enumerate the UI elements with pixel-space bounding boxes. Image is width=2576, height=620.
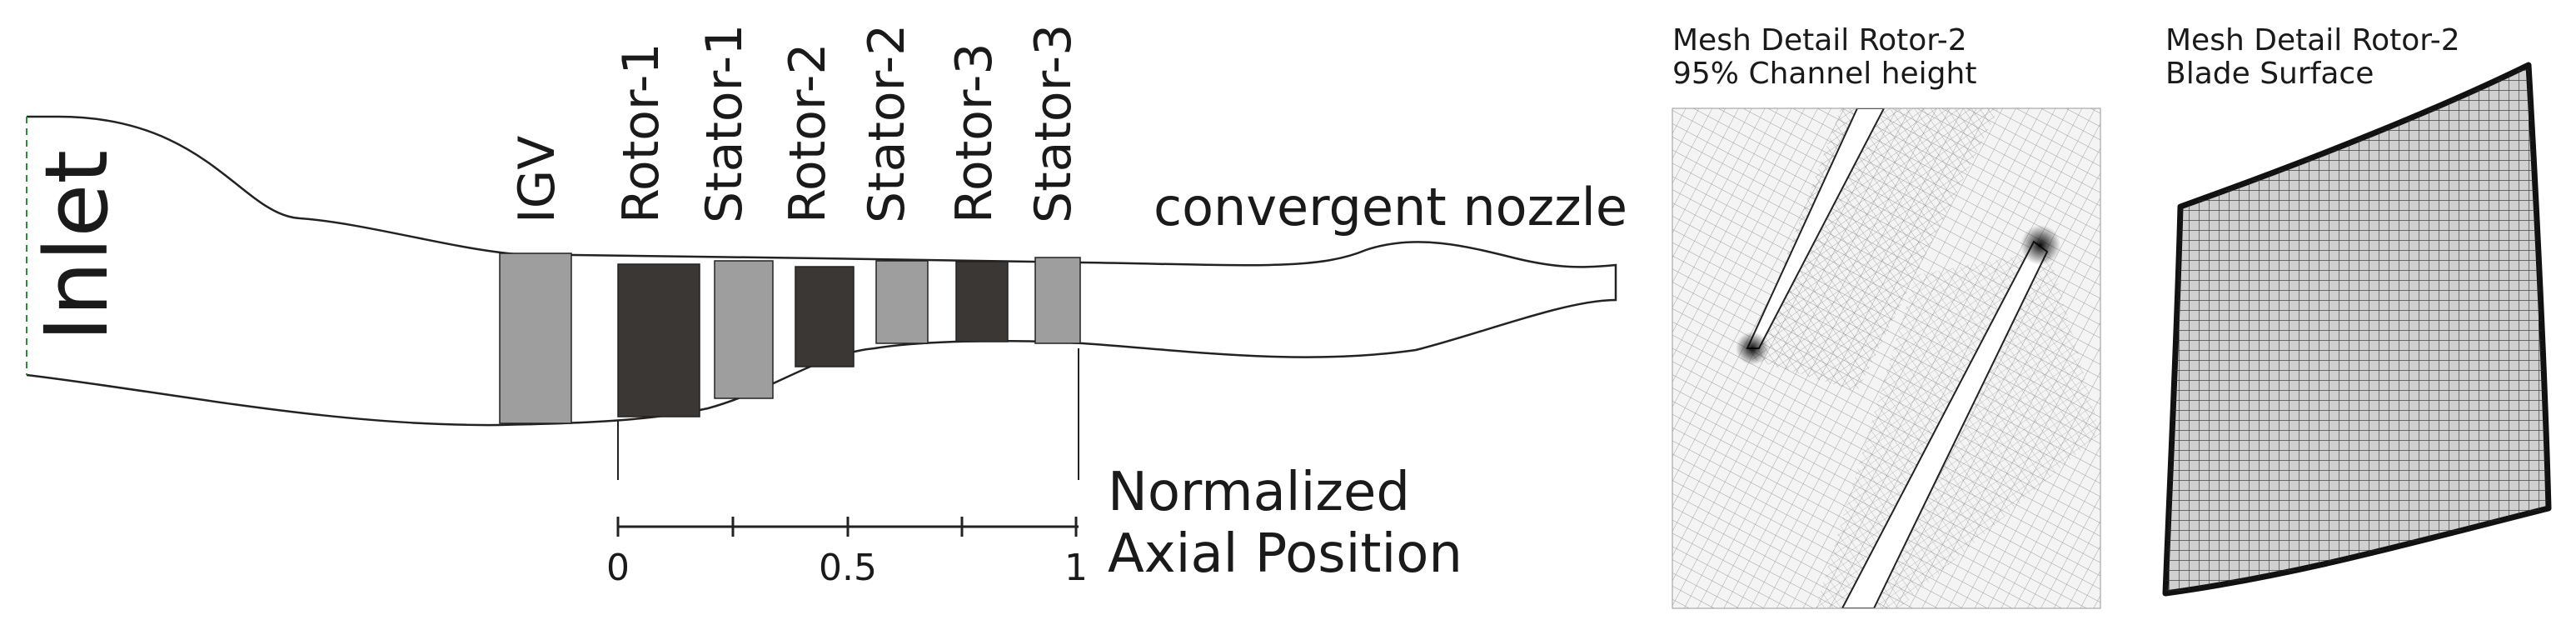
stage-label-stator-3: Stator-3: [1024, 24, 1083, 223]
axial-position-axis: 0 0.5 1 Normalized Axial Position: [606, 348, 1462, 589]
blade-row-rotor-1: [617, 263, 700, 418]
stage-labels: IGV Rotor-1 Stator-1 Rotor-2 Stator-2 Rotor-3…: [508, 24, 1083, 223]
channel-mesh-image: [1672, 108, 2100, 608]
tick-label-0: 0: [606, 547, 630, 589]
blade-rows: [499, 252, 1081, 424]
tick-label-0.5: 0.5: [819, 547, 877, 589]
stage-label-stator-2: Stator-2: [858, 24, 916, 223]
inlet-label: Inlet: [26, 150, 127, 342]
blade-row-stator-3: [1034, 257, 1081, 344]
mesh-panel-2-title-line1: Mesh Detail Rotor-2: [2165, 23, 2460, 58]
blade-row-stator-1: [714, 260, 774, 399]
stage-label-stator-1: Stator-1: [695, 24, 754, 223]
nozzle-label: convergent nozzle: [1153, 177, 1627, 238]
axis-ticks: [616, 517, 1078, 537]
mesh-panel-blade-surface: Mesh Detail Rotor-2 Blade Surface: [2162, 23, 2552, 597]
tick-label-1: 1: [1064, 547, 1088, 589]
blade-row-igv: [499, 252, 572, 424]
blade-row-stator-2: [875, 260, 929, 344]
mesh-panel-1-title-line1: Mesh Detail Rotor-2: [1672, 23, 1967, 58]
stage-label-rotor-1: Rotor-1: [612, 42, 670, 223]
stage-label-rotor-2: Rotor-2: [779, 42, 837, 223]
blade-row-rotor-2: [795, 266, 855, 368]
mesh-panel-channel: Mesh Detail Rotor-2 95% Channel height: [1672, 23, 2101, 609]
mesh-panel-1-title-line2: 95% Channel height: [1672, 57, 1976, 91]
mesh-refinement-band: [1749, 108, 1999, 392]
axis-label-line1: Normalized: [1108, 462, 1410, 523]
mesh-panel-2-title-line2: Blade Surface: [2165, 57, 2374, 91]
stage-label-igv: IGV: [508, 136, 566, 223]
blade-row-rotor-3: [955, 261, 1009, 342]
axis-label-line2: Axial Position: [1108, 523, 1462, 585]
stage-label-rotor-3: Rotor-3: [945, 42, 1004, 223]
